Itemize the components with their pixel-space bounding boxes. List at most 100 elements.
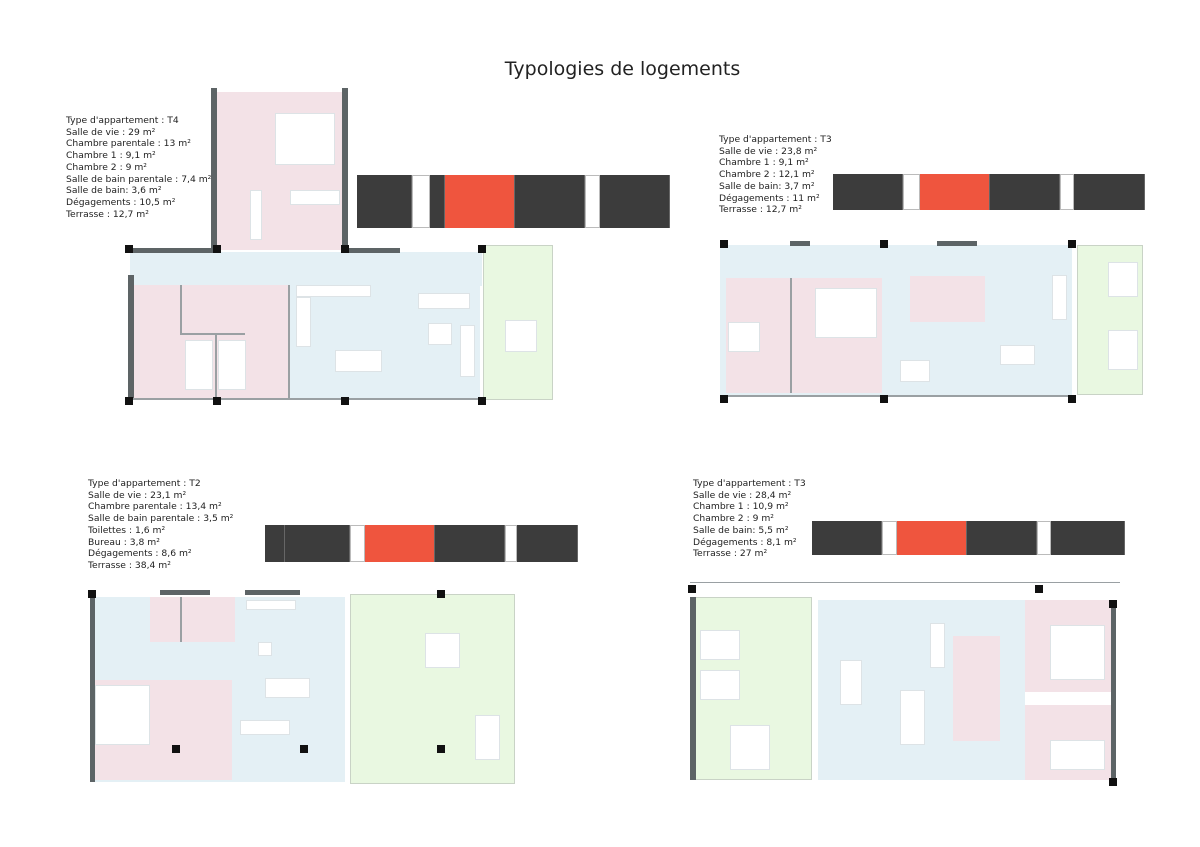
building-unit: [265, 525, 285, 562]
wall: [288, 285, 290, 400]
table: [900, 360, 930, 382]
column: [880, 395, 888, 403]
column: [341, 245, 349, 253]
wall: [128, 275, 134, 400]
building-unit: [903, 174, 920, 210]
building-unit: [357, 175, 412, 228]
building-unit: [1037, 521, 1051, 555]
area-line: Terrasse : 12,7 m²: [66, 208, 149, 220]
area-line: Terrasse : 38,4 m²: [88, 559, 171, 571]
wall: [937, 241, 977, 246]
building-unit: [517, 525, 578, 562]
wardrobe: [250, 190, 262, 240]
lounger: [700, 630, 740, 660]
bed: [218, 340, 246, 390]
sofa: [418, 293, 470, 309]
wall: [790, 278, 792, 393]
bed: [1050, 625, 1105, 680]
facade: [130, 398, 482, 400]
armchair: [258, 642, 272, 656]
column: [478, 245, 486, 253]
highlighted-unit: [365, 525, 435, 562]
area-line: Chambre parentale : 13 m²: [66, 138, 191, 150]
kitchen: [296, 285, 371, 297]
area-line: Salle de vie : 29 m²: [66, 126, 156, 138]
bed: [275, 113, 335, 165]
column: [172, 745, 180, 753]
highlighted-unit: [920, 174, 990, 210]
wall: [90, 597, 95, 782]
area-line: Salle de bain: 3,6 m²: [66, 185, 162, 197]
wall: [180, 597, 182, 642]
wall: [128, 248, 220, 253]
area-line: Dégagements : 10,5 m²: [66, 196, 176, 208]
wall: [215, 333, 217, 400]
building-unit: [990, 174, 1060, 210]
area-line: Salle de bain parentale : 7,4 m²: [66, 173, 212, 185]
balcony-line: [690, 582, 1120, 583]
area-line: Chambre 1 : 10,9 m²: [693, 501, 789, 513]
area-line: Chambre 1 : 9,1 m²: [66, 150, 156, 162]
area-line: Salle de bain: 5,5 m²: [693, 524, 789, 536]
bed: [95, 685, 150, 745]
table: [335, 350, 382, 372]
building-unit: [600, 175, 670, 228]
wall: [790, 241, 810, 246]
area-line: Bureau : 3,8 m²: [88, 536, 160, 548]
area-line: Terrasse : 12,7 m²: [719, 204, 802, 216]
area-line: Terrasse : 27 m²: [693, 548, 768, 560]
table: [265, 678, 310, 698]
bathtub: [290, 190, 340, 205]
building-unit: [515, 175, 585, 228]
bed: [728, 322, 760, 352]
column: [1109, 600, 1117, 608]
island: [900, 690, 925, 745]
building-unit: [1051, 521, 1125, 555]
round-table: [425, 633, 460, 668]
column: [1035, 585, 1043, 593]
wall: [160, 590, 210, 595]
terrace: [483, 245, 553, 400]
area-line: Type d'appartement : T2: [88, 478, 201, 489]
bathroom: [150, 597, 235, 642]
site-strip-t2: [265, 525, 578, 562]
site-strip-t3-top: [833, 174, 1145, 210]
column: [341, 397, 349, 405]
building-unit: [1074, 174, 1145, 210]
site-strip-t3-bottom: [812, 521, 1125, 555]
area-line: Salle de vie : 23,1 m²: [88, 489, 187, 501]
building-unit: [812, 521, 882, 555]
building-unit: [350, 525, 365, 562]
column: [437, 745, 445, 753]
column: [1068, 395, 1076, 403]
area-line: Salle de vie : 28,4 m²: [693, 489, 792, 501]
area-line: Chambre 2 : 12,1 m²: [719, 169, 815, 181]
area-line: Toilettes : 1,6 m²: [88, 524, 166, 536]
table: [1000, 345, 1035, 365]
kitchen: [296, 297, 311, 347]
area-line: Salle de vie : 23,8 m²: [719, 145, 818, 157]
area-line: Salle de bain: 3,7 m²: [719, 180, 815, 192]
armchair: [428, 323, 452, 345]
wall: [245, 590, 300, 595]
wall: [211, 88, 217, 248]
wall: [180, 285, 182, 335]
column: [300, 745, 308, 753]
corridor: [130, 252, 482, 286]
column: [125, 397, 133, 405]
column: [688, 585, 696, 593]
cabinet: [460, 325, 475, 377]
lounger: [475, 715, 500, 760]
bathroom: [953, 636, 1000, 741]
column: [720, 240, 728, 248]
facade: [720, 395, 1072, 397]
page-title: Typologies de logements: [504, 58, 741, 80]
column: [88, 590, 96, 598]
building-unit: [967, 521, 1037, 555]
wall: [690, 597, 696, 780]
building-unit: [435, 525, 505, 562]
highlighted-unit: [897, 521, 967, 555]
